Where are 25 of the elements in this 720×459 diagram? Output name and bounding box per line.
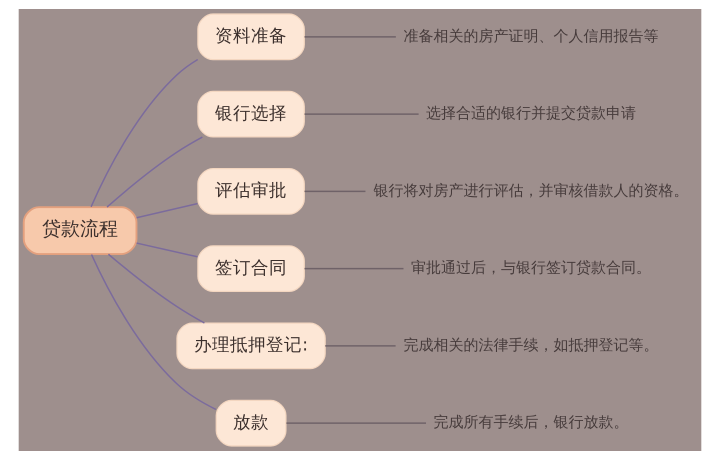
node-box: 放款 <box>216 399 287 446</box>
node-box: 评估审批 <box>197 167 305 214</box>
node-box: 签订合同 <box>197 244 305 292</box>
connector <box>304 267 404 269</box>
connector <box>108 253 205 324</box>
connector <box>136 202 198 218</box>
connector <box>304 112 419 114</box>
connector <box>304 36 396 38</box>
connector <box>136 242 198 258</box>
node-text: 完成相关的法律手续，如抵押登记等。 <box>403 335 658 354</box>
node-text: 完成所有手续后，银行放款。 <box>433 412 628 431</box>
connector <box>304 190 366 192</box>
node-box: 银行选择 <box>197 90 305 138</box>
node-text: 准备相关的房产证明、个人信用报告等 <box>403 26 658 44</box>
node-text: 审批通过后，与银行签订贷款合同。 <box>410 258 651 276</box>
node-box: 贷款流程 <box>22 206 138 255</box>
connector <box>325 344 396 346</box>
node-text: 银行将对房产进行评估，并审核借款人的资格。 <box>373 180 688 199</box>
node-box: 办理抵押登记: <box>176 322 326 369</box>
node-box: 资料准备 <box>197 12 305 60</box>
connector <box>106 136 203 208</box>
connector <box>90 58 198 207</box>
connector <box>90 254 216 410</box>
node-text: 选择合适的银行并提交贷款申请 <box>426 104 636 122</box>
connector <box>286 422 426 424</box>
